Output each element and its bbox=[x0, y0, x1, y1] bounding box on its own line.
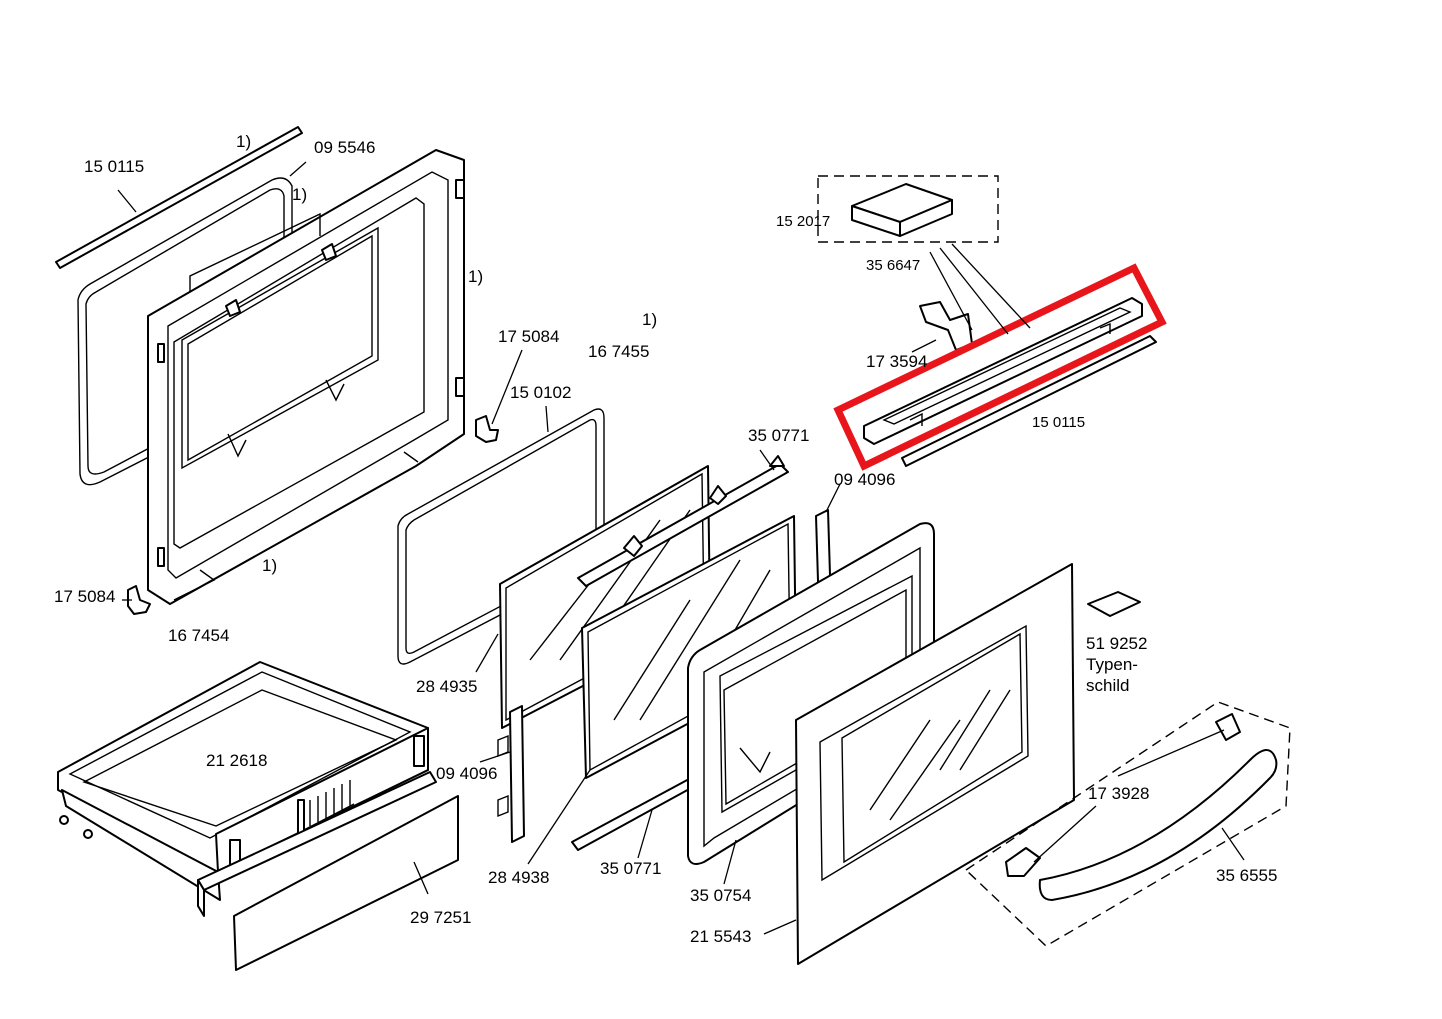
label-150102: 15 0102 bbox=[510, 383, 571, 402]
label-typen: Typen- bbox=[1086, 655, 1138, 674]
label-215543: 21 5543 bbox=[690, 927, 751, 946]
label-356555: 35 6555 bbox=[1216, 866, 1277, 885]
highlight-box bbox=[833, 263, 1167, 471]
front-door-glass bbox=[795, 563, 1075, 965]
label-150115-right: 15 0115 bbox=[1032, 414, 1085, 431]
part-labels: 1) 15 0115 09 5546 1) 1) 17 5084 15 0102… bbox=[54, 132, 1277, 946]
label-175084-center: 17 5084 bbox=[498, 327, 559, 346]
hinge-clip-left bbox=[127, 585, 151, 615]
label-356647: 35 6647 bbox=[866, 257, 920, 274]
rating-plate bbox=[1087, 591, 1141, 617]
hinge-clip-center bbox=[475, 415, 499, 443]
glass-support-rail-top bbox=[577, 455, 789, 587]
label-167455: 16 7455 bbox=[588, 342, 649, 361]
label-350771-bottom: 35 0771 bbox=[600, 859, 661, 878]
label-152017: 15 2017 bbox=[776, 213, 830, 230]
trim-mounting-bracket bbox=[919, 301, 973, 351]
label-212618: 21 2618 bbox=[206, 751, 267, 770]
label-173928: 17 3928 bbox=[1088, 784, 1149, 803]
label-note-2: 1) bbox=[292, 185, 307, 204]
drawer-front-panel bbox=[197, 771, 437, 917]
cover-pad-group bbox=[817, 175, 999, 243]
seal-strip-top-left bbox=[55, 126, 303, 269]
top-trim-profile bbox=[863, 297, 1143, 445]
label-note-4: 1) bbox=[642, 310, 657, 329]
label-094096-bottom: 09 4096 bbox=[436, 764, 497, 783]
label-095546: 09 5546 bbox=[314, 138, 375, 157]
label-175084-left: 17 5084 bbox=[54, 587, 115, 606]
label-150115-left: 15 0115 bbox=[84, 157, 144, 176]
label-167454: 16 7454 bbox=[168, 626, 229, 645]
label-284938: 28 4938 bbox=[488, 868, 549, 887]
label-350771-top: 35 0771 bbox=[748, 426, 809, 445]
drawer-cover-plate bbox=[233, 795, 459, 971]
label-173594: 17 3594 bbox=[866, 352, 927, 371]
label-350754: 35 0754 bbox=[690, 886, 751, 905]
label-519252: 51 9252 bbox=[1086, 634, 1147, 653]
label-schild: schild bbox=[1086, 676, 1129, 695]
inner-door-frame bbox=[147, 149, 465, 605]
label-297251: 29 7251 bbox=[410, 908, 471, 927]
label-094096-top: 09 4096 bbox=[834, 470, 895, 489]
label-284935: 28 4935 bbox=[416, 677, 477, 696]
leader-lines bbox=[117, 161, 1245, 935]
warming-drawer bbox=[57, 661, 429, 901]
seal-strip-right bbox=[901, 335, 1157, 467]
door-handle-group bbox=[964, 701, 1291, 947]
label-note-5: 1) bbox=[262, 556, 277, 575]
label-note-1: 1) bbox=[236, 132, 251, 151]
label-note-3: 1) bbox=[468, 267, 483, 286]
